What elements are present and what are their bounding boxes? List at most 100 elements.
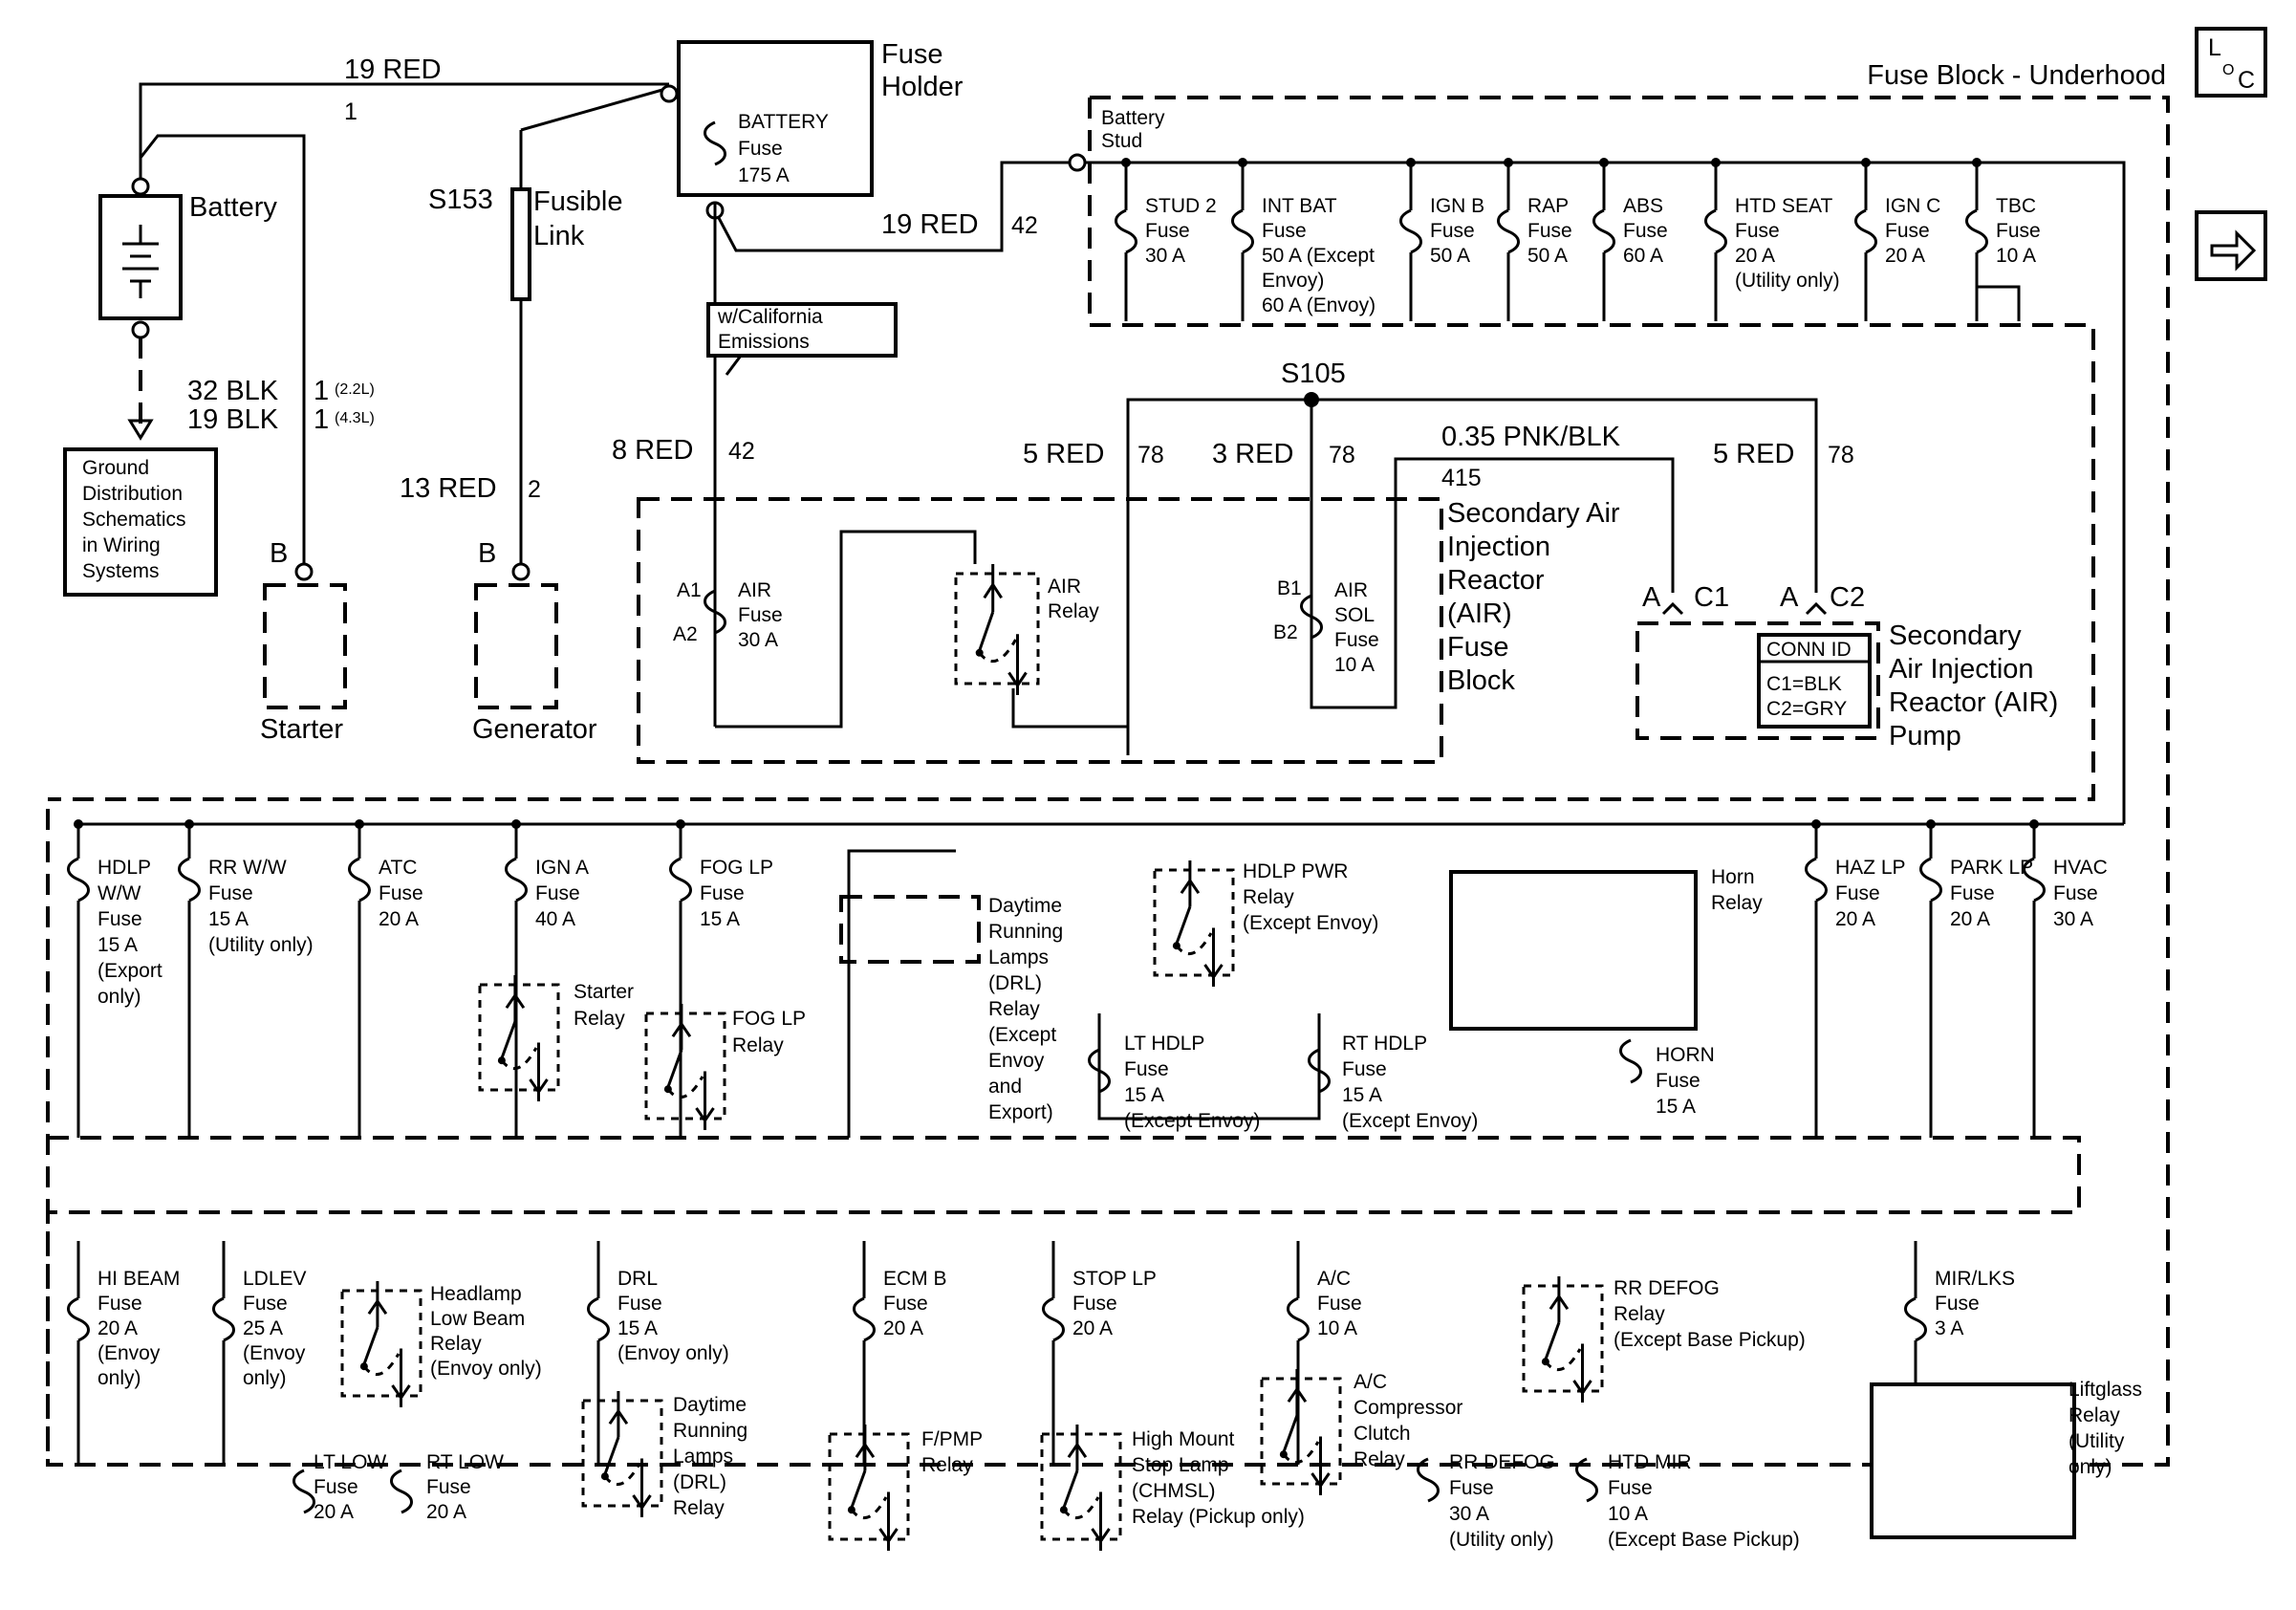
fuse-symbol: [1575, 1457, 1598, 1503]
fuse-label-row3: Fuse: [617, 1293, 662, 1315]
wire-num: 415: [1441, 465, 1482, 491]
fuse-label-row1: Fuse: [1430, 220, 1475, 242]
fuse-symbol: [587, 1296, 610, 1342]
relay-arrow: [1310, 1472, 1331, 1489]
fuse-label: LT HDLP: [1124, 1033, 1204, 1055]
ground-ref-text: Distribution: [82, 483, 183, 505]
relay-label: Relay: [574, 1008, 625, 1030]
fuse-symbol: [1919, 857, 1942, 903]
fuse-symbol: [212, 1296, 235, 1342]
gnd-wire: 19 BLK: [187, 404, 279, 435]
relay-label: Relay: [921, 1454, 973, 1476]
relay-arrow: [529, 1078, 549, 1095]
fuse-label: (Except Envoy): [1342, 1110, 1478, 1132]
relay-coil-link: [1544, 1348, 1582, 1372]
relay-label: High Mount: [1132, 1428, 1235, 1450]
fuse-symbol: [1805, 857, 1828, 903]
fuse-label-row3: 3 A: [1935, 1317, 1963, 1339]
fuse-label-row1: HTD SEAT: [1735, 195, 1832, 217]
fuse-label-row2: Fuse: [1950, 882, 1995, 904]
pin-label: B2: [1273, 621, 1298, 643]
relay-switch: [666, 1049, 683, 1088]
relay-label: F/PMP: [921, 1428, 983, 1450]
relay-arrow: [1203, 964, 1224, 980]
fuse-symbol: [1417, 1457, 1440, 1503]
relay-box: [1260, 1377, 1342, 1486]
conn-label: C2: [1830, 582, 1865, 613]
gnd-wire: 32 BLK: [187, 376, 279, 406]
air-relay-label: AIR: [1048, 576, 1081, 598]
fuse-label-row2: Fuse: [2053, 882, 2098, 904]
fuse-label-row1: Fuse: [1996, 220, 2041, 242]
fusible-feed: [520, 86, 670, 132]
relay-arrow: [367, 1298, 388, 1316]
fuse-label-row1: ABS: [1623, 195, 1663, 217]
fuse-label-row3: 10 A: [1317, 1317, 1357, 1339]
starter-terminal: [294, 562, 314, 581]
relay-label: (Utility: [2069, 1430, 2125, 1452]
wire-num: 42: [728, 438, 755, 465]
relay-label: Relay: [1614, 1303, 1665, 1325]
fuse-label-row3: Fuse: [243, 1293, 288, 1315]
fuse-label: Fuse: [1124, 1058, 1169, 1080]
fuse-label-row2: HDLP: [97, 857, 151, 879]
gnd-eng: (4.3L): [335, 410, 375, 426]
relay-arrow: [608, 1408, 629, 1425]
relay-label: Starter: [574, 981, 634, 1003]
relay-coil-link: [1175, 932, 1213, 956]
relay-label: Daytime: [988, 895, 1062, 917]
wire-label: 8 RED: [612, 435, 693, 466]
holder-fuse: BATTERY: [738, 111, 829, 133]
fuse-label-row2: (Export: [97, 960, 162, 982]
relay-label: Relay (Pickup only): [1132, 1506, 1305, 1528]
relay-box: [340, 1289, 422, 1398]
fuse-symbol: [390, 1469, 413, 1514]
relay-arrow: [855, 1442, 876, 1459]
wire-label: 3 RED: [1212, 439, 1293, 469]
fuse-label: RT LOW: [426, 1451, 504, 1473]
conn-id-value: C2=GRY: [1766, 698, 1847, 720]
ground-ref-text: Systems: [82, 560, 160, 582]
relay-label: and: [988, 1076, 1022, 1098]
relay-switch: [362, 1326, 379, 1365]
fuse-label-row3: STOP LP: [1072, 1268, 1157, 1290]
fuse-label-row2: 15 A: [97, 934, 138, 956]
gnd-num: 1: [314, 376, 329, 406]
battery-stud-label: Stud: [1101, 130, 1142, 152]
wire-label: 19 RED: [344, 54, 442, 85]
gnd-eng: (2.2L): [335, 381, 375, 398]
relay-arrow: [1180, 878, 1201, 895]
fuse-label-row3: HI BEAM: [97, 1268, 180, 1290]
sol-fuse-label: 10 A: [1334, 654, 1375, 676]
fuse-label-row3: LDLEV: [243, 1268, 307, 1290]
generator-terminal: [511, 562, 531, 581]
relay-label: Horn: [1711, 866, 1755, 888]
fuse-label-row2: W/W: [97, 882, 141, 904]
relay-box: [644, 1012, 726, 1120]
conn-id: CONN ID: [1766, 639, 1852, 661]
fuse-block-row3: [46, 1136, 2081, 1465]
relay-box: [1522, 1284, 1604, 1393]
fuse-label-row1: 50 A: [1430, 245, 1470, 267]
relay-coil-link: [362, 1353, 401, 1377]
fuse-label-row2: HAZ LP: [1835, 857, 1906, 879]
relay-arrow: [1549, 1294, 1570, 1311]
fuse-label-row1: 20 A: [1735, 245, 1775, 267]
fuse-label-row1: Fuse: [1735, 220, 1780, 242]
wire-19red-42: [717, 161, 1077, 252]
relay-coil-link: [1282, 1441, 1320, 1465]
relay-switch: [1175, 905, 1192, 945]
bus-main: [1085, 161, 2126, 824]
fuse-label: 20 A: [314, 1501, 354, 1523]
fuse-symbol: [67, 857, 90, 903]
relay-label: Running: [673, 1420, 747, 1442]
relay-arrow: [1091, 1528, 1111, 1544]
fuse-symbol: [1619, 1038, 1642, 1084]
drl-feed: [847, 849, 956, 1138]
fuse-symbol: [1704, 208, 1727, 254]
relay-label: Export): [988, 1101, 1053, 1123]
relay-coil-link: [500, 1047, 538, 1071]
fuse-label-row2: FOG LP: [700, 857, 773, 879]
pin-label: B1: [1277, 577, 1302, 599]
loc-icon-l: L: [2208, 34, 2221, 61]
